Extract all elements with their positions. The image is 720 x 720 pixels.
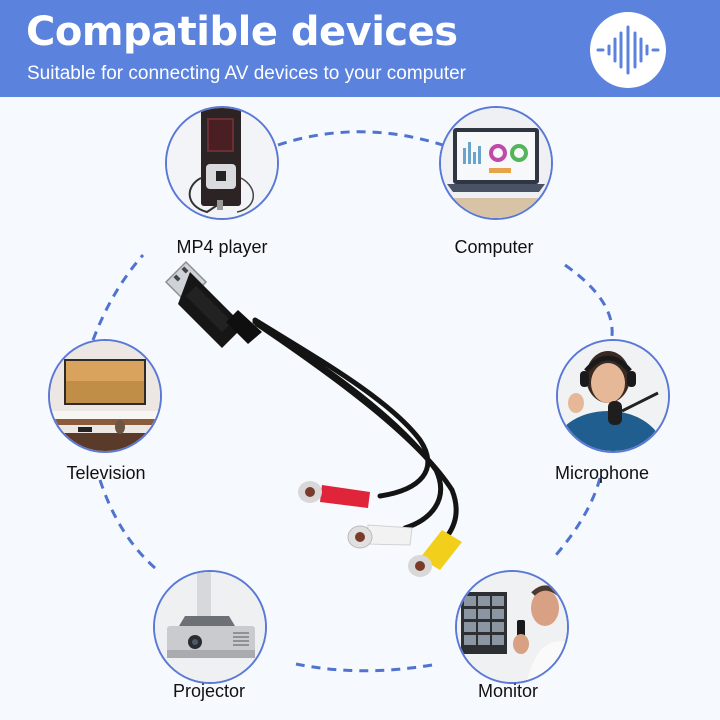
ceiling-projector-image [155, 572, 265, 682]
rca-red-connector [298, 481, 370, 508]
device-label-computer: Computer [454, 237, 534, 257]
laptop-image [441, 108, 551, 218]
device-label-mp4-player: MP4 player [176, 237, 268, 257]
device-label-projector: Projector [172, 681, 246, 701]
device-label-microphone: Microphone [554, 463, 650, 483]
page-subtitle: Suitable for connecting AV devices to yo… [27, 63, 467, 84]
sound-wave-icon [590, 12, 666, 88]
surveillance-monitor-image [457, 572, 567, 682]
rca-yellow-connector [408, 530, 462, 577]
rca-white-connector [347, 524, 413, 549]
device-mp4-player [165, 106, 279, 220]
mp4-player-image [167, 108, 277, 218]
usb-a-connector [164, 260, 262, 348]
page-title: Compatible devices [26, 9, 458, 55]
header-banner: Compatible devices Suitable for connecti… [0, 0, 720, 97]
device-projector [153, 570, 267, 684]
television-image [50, 341, 160, 451]
device-microphone [556, 339, 670, 453]
device-label-television: Television [66, 463, 146, 483]
device-monitor [455, 570, 569, 684]
device-television [48, 339, 162, 453]
podcaster-microphone-image [558, 341, 668, 451]
device-label-monitor: Monitor [477, 681, 539, 701]
device-computer [439, 106, 553, 220]
